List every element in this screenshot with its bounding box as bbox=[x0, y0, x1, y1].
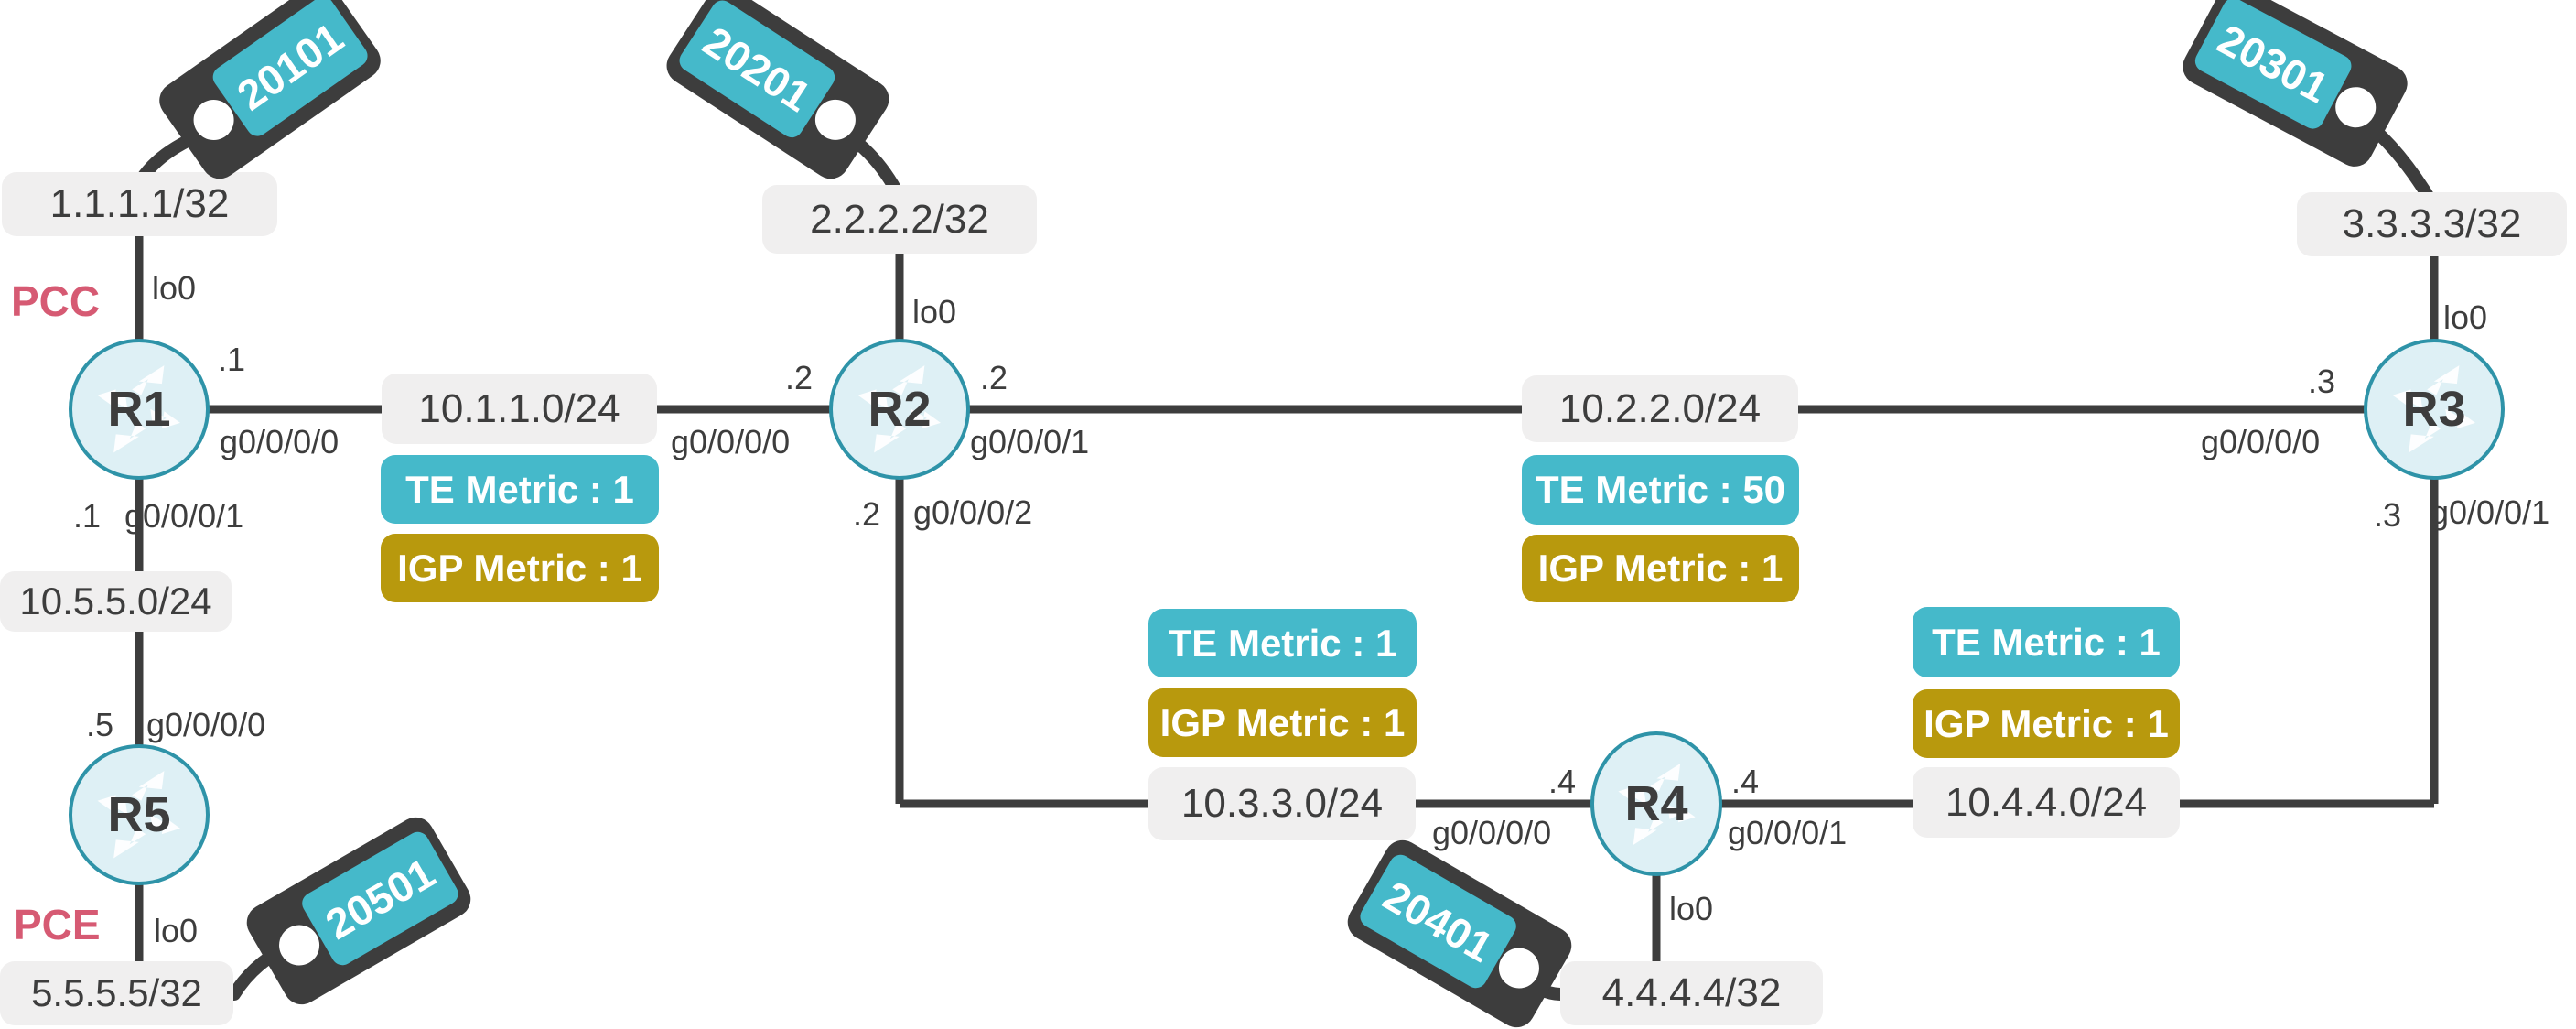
loopback-r5: 5.5.5.5/32 bbox=[31, 971, 202, 1014]
te-metric-chip-10-1-1-0: TE Metric : 1 bbox=[381, 455, 659, 524]
igp-metric-10-2-2-0: IGP Metric : 1 bbox=[1537, 547, 1784, 590]
te-metric-chip-10-4-4-0: TE Metric : 1 bbox=[1913, 607, 2180, 677]
router-icon bbox=[1617, 763, 1696, 845]
ip-label-r2-left: .2 bbox=[785, 359, 814, 396]
ip-label-r5-up: .5 bbox=[86, 706, 114, 743]
router-r1: R1 bbox=[69, 339, 210, 480]
ip-label-r4-right: .4 bbox=[1731, 763, 1760, 800]
router-r2: R2 bbox=[829, 339, 970, 480]
router-icon bbox=[2392, 365, 2476, 453]
lo0-label-r1: lo0 bbox=[152, 269, 197, 307]
subnet-10-4-4-0: 10.4.4.0/24 bbox=[1945, 779, 2148, 825]
port-label-r5-up: g0/0/0/0 bbox=[146, 706, 266, 743]
igp-metric-chip-10-3-3-0: IGP Metric : 1 bbox=[1148, 688, 1417, 757]
te-metric-10-3-3-0: TE Metric : 1 bbox=[1168, 621, 1397, 665]
te-metric-10-1-1-0: TE Metric : 1 bbox=[405, 467, 634, 511]
igp-metric-10-1-1-0: IGP Metric : 1 bbox=[397, 546, 642, 590]
router-icon bbox=[97, 771, 181, 859]
port-label-r2-right: g0/0/0/1 bbox=[970, 423, 1090, 460]
ip-label-r3-down: .3 bbox=[2374, 496, 2402, 534]
subnet-box-10-3-3-0: 10.3.3.0/24 bbox=[1148, 767, 1416, 840]
te-metric-10-2-2-0: TE Metric : 50 bbox=[1535, 468, 1786, 511]
router-label-r2: R2 bbox=[868, 382, 932, 437]
subnet-box-10-4-4-0: 10.4.4.0/24 bbox=[1913, 767, 2180, 838]
ip-label-r1-right: .1 bbox=[218, 341, 246, 378]
loopback-box-r1: 1.1.1.1/32 bbox=[2, 172, 277, 236]
loopback-box-r3: 3.3.3.3/32 bbox=[2297, 192, 2567, 256]
router-r5: R5 bbox=[69, 744, 210, 885]
ip-label-r2-down: .2 bbox=[853, 495, 881, 533]
router-r3: R3 bbox=[2364, 339, 2505, 480]
te-metric-10-4-4-0: TE Metric : 1 bbox=[1932, 620, 2161, 664]
subnet-10-2-2-0: 10.2.2.0/24 bbox=[1558, 385, 1762, 431]
igp-metric-chip-10-2-2-0: IGP Metric : 1 bbox=[1522, 535, 1799, 602]
port-label-r3-down: g0/0/0/1 bbox=[2430, 493, 2550, 531]
port-label-r1-right: g0/0/0/0 bbox=[220, 423, 340, 460]
port-label-r1-down: g0/0/0/1 bbox=[124, 497, 244, 535]
subnet-10-5-5-0: 10.5.5.0/24 bbox=[19, 579, 212, 623]
router-label-r4: R4 bbox=[1624, 776, 1688, 831]
subnet-box-10-2-2-0: 10.2.2.0/24 bbox=[1522, 375, 1798, 442]
loopback-box-r5: 5.5.5.5/32 bbox=[0, 961, 233, 1025]
lo0-label-r5: lo0 bbox=[154, 912, 199, 949]
subnet-10-1-1-0: 10.1.1.0/24 bbox=[418, 385, 620, 431]
port-label-r2-left: g0/0/0/0 bbox=[671, 423, 791, 460]
router-label-r5: R5 bbox=[107, 787, 171, 842]
port-label-r4-right: g0/0/0/1 bbox=[1728, 814, 1848, 851]
lo0-label-r3: lo0 bbox=[2443, 298, 2488, 336]
lo0-label-r4: lo0 bbox=[1669, 890, 1714, 927]
pcc-role-label: PCC bbox=[11, 277, 101, 325]
ip-label-r3-left: .3 bbox=[2308, 363, 2336, 400]
loopback-r2: 2.2.2.2/32 bbox=[810, 196, 989, 242]
subnet-box-10-5-5-0: 10.5.5.0/24 bbox=[0, 571, 232, 632]
igp-metric-chip-10-1-1-0: IGP Metric : 1 bbox=[381, 534, 659, 602]
subnet-box-10-1-1-0: 10.1.1.0/24 bbox=[382, 374, 657, 444]
port-label-r2-down: g0/0/0/2 bbox=[913, 493, 1033, 531]
igp-metric-10-3-3-0: IGP Metric : 1 bbox=[1159, 700, 1406, 744]
ip-label-r1-down: .1 bbox=[73, 497, 102, 535]
ip-label-r2-right: .2 bbox=[980, 359, 1008, 396]
loopback-r4: 4.4.4.4/32 bbox=[1601, 970, 1782, 1015]
ip-label-r4-left: .4 bbox=[1548, 763, 1577, 800]
te-metric-chip-10-2-2-0: TE Metric : 50 bbox=[1522, 455, 1799, 525]
pce-role-label: PCE bbox=[14, 901, 101, 948]
loopback-box-r2: 2.2.2.2/32 bbox=[762, 185, 1037, 254]
loopback-r3: 3.3.3.3/32 bbox=[2342, 201, 2522, 246]
loopback-box-r4: 4.4.4.4/32 bbox=[1560, 961, 1823, 1025]
router-label-r3: R3 bbox=[2402, 382, 2466, 437]
igp-metric-chip-10-4-4-0: IGP Metric : 1 bbox=[1913, 689, 2180, 758]
router-icon bbox=[97, 365, 181, 453]
router-r4: R4 bbox=[1590, 731, 1722, 876]
lo0-label-r2: lo0 bbox=[912, 293, 957, 330]
port-label-r4-left: g0/0/0/0 bbox=[1432, 814, 1552, 851]
router-icon bbox=[857, 365, 942, 453]
te-metric-chip-10-3-3-0: TE Metric : 1 bbox=[1148, 609, 1417, 677]
port-label-r3-left: g0/0/0/0 bbox=[2201, 423, 2321, 460]
subnet-10-3-3-0: 10.3.3.0/24 bbox=[1180, 781, 1384, 826]
loopback-r1: 1.1.1.1/32 bbox=[49, 181, 230, 226]
igp-metric-10-4-4-0: IGP Metric : 1 bbox=[1924, 701, 2169, 745]
router-label-r1: R1 bbox=[107, 382, 171, 437]
